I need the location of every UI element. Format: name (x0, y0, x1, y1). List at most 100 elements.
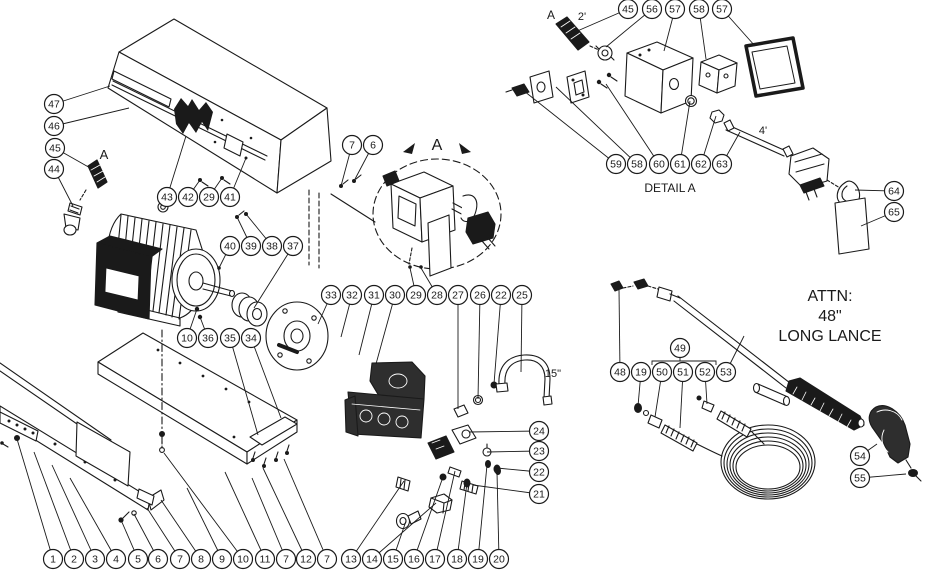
callout-leader-48 (618, 288, 621, 373)
callout-number-7: 7 (349, 140, 355, 152)
callout-balloon-40 (219, 235, 241, 257)
callout-balloon-42 (177, 186, 199, 208)
arrow-right-icon (459, 143, 471, 154)
callout-balloon-20 (488, 548, 510, 570)
callout-number-46: 46 (48, 121, 60, 133)
callout-number-10: 10 (181, 333, 193, 345)
callout-number-42: 42 (182, 192, 194, 204)
callout-balloon-18 (446, 548, 468, 570)
callout-number-39: 39 (245, 241, 257, 253)
callout-leader-3 (51, 464, 96, 560)
callout-number-29: 29 (410, 290, 422, 302)
callout-leader-24 (468, 430, 540, 433)
callout-balloon-7 (341, 134, 363, 156)
detail-a-caption: DETAIL A (644, 181, 695, 195)
callout-number-65: 65 (888, 207, 900, 219)
callout-leader-17 (434, 470, 456, 560)
callout-number-32: 32 (346, 290, 358, 302)
callout-number-26: 26 (474, 290, 486, 302)
nozzle (610, 280, 624, 292)
callout-balloon-11 (254, 548, 276, 570)
callout-balloon-7 (169, 548, 191, 570)
callout-balloon-32 (341, 284, 363, 306)
callout-balloon-2 (63, 548, 85, 570)
callout-number-33: 33 (325, 290, 337, 302)
callout-leader-16 (413, 476, 444, 560)
callout-balloon-14 (361, 548, 383, 570)
callout-number-18: 18 (451, 554, 463, 566)
callout-leader-43 (166, 135, 187, 198)
callout-number-49: 49 (674, 343, 686, 355)
callout-leader-9 (186, 487, 223, 560)
callout-balloon-48 (609, 361, 631, 383)
small-label (136, 488, 155, 506)
base-plate (97, 329, 298, 468)
callout-balloon-58 (626, 153, 648, 175)
callout-balloon-24 (528, 420, 550, 442)
callout-balloon-21 (528, 483, 550, 505)
callout-number-64: 64 (888, 186, 900, 198)
callout-balloon-6 (362, 134, 384, 156)
callout-number-31: 31 (368, 290, 380, 302)
callout-balloon-56 (641, 0, 663, 20)
callout-leader-12 (262, 467, 307, 560)
callout-balloon-28 (426, 284, 448, 306)
callout-number-7: 7 (283, 554, 289, 566)
callout-number-6: 6 (155, 554, 161, 566)
callout-balloon-13 (340, 548, 362, 570)
callout-number-35: 35 (224, 333, 236, 345)
callout-number-36: 36 (202, 333, 214, 345)
callout-balloon-8 (190, 548, 212, 570)
callout-balloon-47 (43, 93, 65, 115)
shroud-vent-slot (111, 70, 172, 108)
callout-balloon-16 (403, 548, 425, 570)
callout-number-45: 45 (49, 143, 61, 155)
label-a-grip: A (100, 147, 109, 162)
callout-number-54: 54 (854, 451, 866, 463)
attn-line1: ATTN: (807, 288, 852, 305)
callout-number-45: 45 (622, 4, 634, 16)
callout-balloon-23 (528, 440, 550, 462)
callout-leader-21 (472, 484, 540, 495)
attn-line2: 48" (818, 308, 841, 325)
callout-number-61: 61 (674, 159, 686, 171)
callout-balloon-57 (711, 0, 733, 20)
callout-number-11: 11 (260, 554, 271, 566)
callout-balloon-55 (849, 467, 871, 489)
callout-number-52: 52 (699, 367, 711, 379)
warning-tag (834, 197, 870, 255)
callout-number-50: 50 (656, 367, 668, 379)
callout-balloon-3 (84, 548, 106, 570)
callout-number-59: 59 (610, 159, 622, 171)
callout-number-63: 63 (716, 159, 728, 171)
callout-leader-25 (520, 294, 523, 373)
callout-balloon-37 (282, 235, 304, 257)
callout-leader-8 (160, 499, 202, 560)
callout-balloon-30 (384, 284, 406, 306)
inlet-grip-and-elbow (63, 159, 108, 236)
callout-balloon-26 (469, 284, 491, 306)
callout-leader-7 (251, 477, 287, 560)
callout-number-3: 3 (92, 554, 98, 566)
callout-number-34: 34 (245, 333, 257, 345)
callout-number-38: 38 (266, 241, 278, 253)
spray-gun (868, 405, 922, 482)
callout-balloon-4 (105, 548, 127, 570)
callout-leader-30 (375, 294, 396, 365)
side-rail (0, 362, 165, 523)
callout-number-21: 21 (533, 489, 545, 501)
callout-balloon-9 (211, 548, 233, 570)
callout-number-23: 23 (533, 446, 545, 458)
callout-number-29: 29 (203, 192, 215, 204)
callout-number-48: 48 (614, 367, 626, 379)
callout-leader-7 (283, 458, 328, 560)
callout-number-4: 4 (113, 554, 119, 566)
callout-leader-7 (146, 507, 181, 560)
detail-a-exploded (505, 16, 870, 255)
callout-balloon-10 (232, 548, 254, 570)
callout-balloon-43 (156, 186, 178, 208)
callout-number-19: 19 (635, 367, 647, 379)
callout-number-57: 57 (716, 4, 728, 16)
switch-cover (744, 36, 805, 98)
